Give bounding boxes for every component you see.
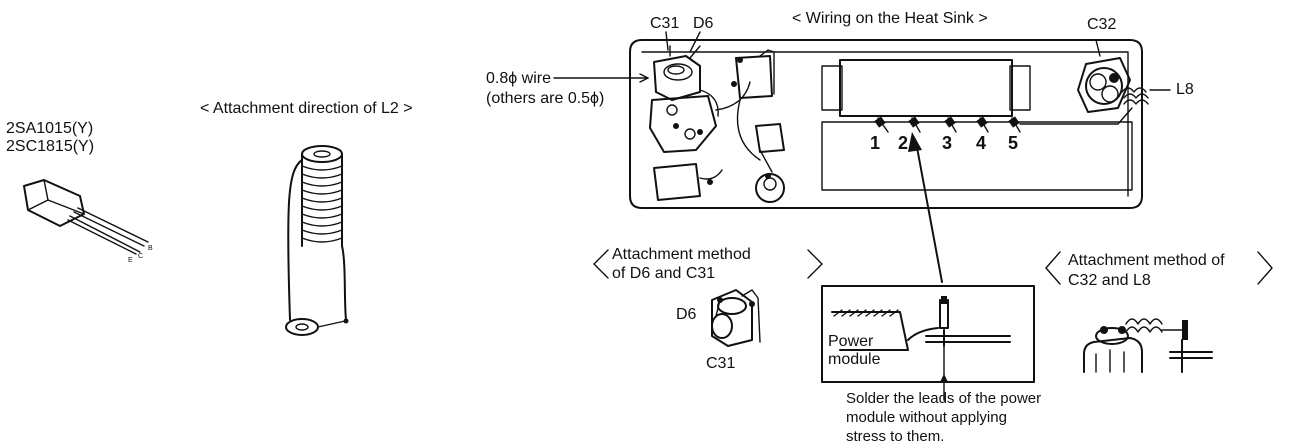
heatsink-l8-label: L8 [1176, 81, 1194, 98]
caption-brackets [593, 249, 1273, 285]
heat-sink-drawing [553, 31, 1171, 209]
pin-number-4: 4 [976, 133, 987, 153]
d6c31-d6-label: D6 [676, 306, 697, 323]
heatsink-c31-label: C31 [650, 15, 680, 32]
svg-text:C: C [138, 253, 143, 260]
solder-note-line1: Solder the leads of the power [846, 390, 1042, 407]
svg-text:E: E [128, 257, 133, 264]
wire-note-line1: 0.8ϕ wire [486, 70, 551, 87]
pin-number-5: 5 [1008, 133, 1019, 153]
power-module-label-line2: module [828, 351, 881, 368]
pin-number-1: 1 [870, 133, 881, 153]
c32l8-title-line1: Attachment method of [1068, 252, 1225, 269]
pin-number-3: 3 [942, 133, 953, 153]
transistor-part-2-label: 2SC1815(Y) [6, 138, 95, 155]
d6c31-c31-label: C31 [706, 355, 736, 372]
transistor-part-1-label: 2SA1015(Y) [6, 120, 94, 137]
pin2-arrow [908, 132, 943, 283]
solder-note-line2: module without applying [846, 409, 1007, 426]
power-module-label-line1: Power [828, 333, 874, 350]
wire-note-line2: (others are 0.5ϕ) [486, 90, 605, 107]
c32-l8-drawing [1083, 318, 1213, 373]
svg-text:B: B [148, 245, 153, 252]
heatsink-title: < Wiring on the Heat Sink > [792, 10, 988, 27]
transistor-drawing: E C B [23, 179, 153, 264]
pin-number-2: 2 [898, 133, 909, 153]
l2-title: < Attachment direction of L2 > [200, 100, 413, 117]
d6c31-title-line2: of D6 and C31 [612, 265, 716, 282]
d6-c31-drawing [711, 289, 761, 347]
solder-note-line3: stress to them. [846, 428, 945, 445]
power-module-inset [821, 285, 1035, 401]
l2-coil-drawing [285, 145, 349, 336]
heatsink-c32-label: C32 [1087, 16, 1117, 33]
d6c31-title-line1: Attachment method [612, 246, 751, 263]
heatsink-d6-label: D6 [693, 15, 714, 32]
c32l8-title-line2: C32 and L8 [1068, 272, 1151, 289]
